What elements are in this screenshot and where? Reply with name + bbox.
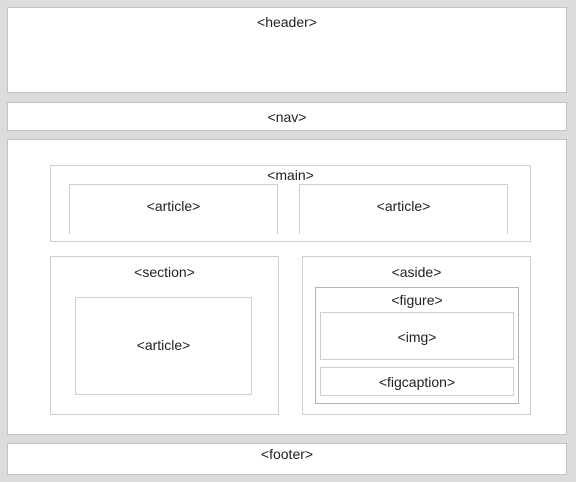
main-article-right-label: <article>: [376, 198, 431, 214]
section-box: <section> <article>: [50, 256, 279, 415]
aside-label: <aside>: [391, 264, 442, 280]
main-article-left-label: <article>: [146, 198, 201, 214]
figcaption-label: <figcaption>: [378, 374, 456, 390]
footer-label: <footer>: [260, 446, 314, 462]
main-article-right-box: <article>: [299, 184, 508, 234]
main-article-left-box: <article>: [69, 184, 278, 234]
header-box: <header>: [7, 7, 567, 93]
main-box: <main> <article> <article>: [50, 165, 531, 242]
header-label: <header>: [257, 14, 317, 30]
nav-box: <nav>: [7, 102, 567, 131]
nav-label: <nav>: [267, 109, 307, 125]
figcaption-box: <figcaption>: [320, 367, 514, 396]
img-label: <img>: [397, 329, 437, 345]
aside-box: <aside> <figure> <img> <figcaption>: [302, 256, 531, 415]
img-box: <img>: [320, 312, 514, 360]
footer-box: <footer>: [7, 443, 567, 475]
section-article-box: <article>: [75, 297, 252, 395]
content-wrapper-box: <main> <article> <article> <section> <ar…: [7, 139, 567, 435]
figure-label: <figure>: [391, 292, 443, 308]
main-label: <main>: [267, 167, 314, 183]
section-label: <section>: [134, 264, 195, 280]
figure-box: <figure> <img> <figcaption>: [315, 287, 519, 404]
section-article-label: <article>: [136, 337, 191, 353]
